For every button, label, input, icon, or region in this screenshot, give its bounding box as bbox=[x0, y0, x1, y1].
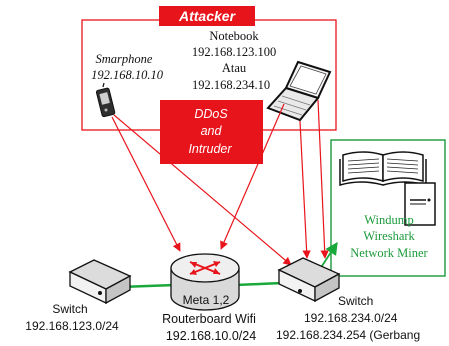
router-label: Meta 1,2 bbox=[183, 293, 230, 307]
smartphone-ip: 192.168.10.10 bbox=[91, 68, 164, 82]
router-name: Routerboard Wifi bbox=[162, 312, 256, 326]
book-icon bbox=[339, 151, 427, 186]
left-switch-label: Switch bbox=[52, 302, 87, 316]
ddos-intruder-box bbox=[160, 100, 263, 164]
right-switch-ip-1: 192.168.234.0/24 bbox=[304, 311, 398, 325]
left-switch-ip: 192.168.123.0/24 bbox=[25, 319, 119, 333]
ddos-line-1: DDoS bbox=[194, 107, 228, 121]
right-switch-icon bbox=[277, 257, 341, 303]
ddos-line-3: Intruder bbox=[188, 142, 232, 156]
notebook-ip-2: 192.168.234.10 bbox=[192, 78, 270, 92]
attack-laptop-router bbox=[220, 103, 285, 250]
attack-phone-router bbox=[111, 116, 181, 252]
right-switch-label: Switch bbox=[338, 294, 373, 308]
right-switch-ip-2: 192.168.234.254 (Gerbang bbox=[276, 328, 420, 342]
notebook-title: Notebook bbox=[209, 29, 259, 43]
link-router-right-switch bbox=[235, 281, 283, 287]
monitor-tool-3: Network Miner bbox=[350, 246, 428, 260]
router-ip: 192.168.10.0/24 bbox=[166, 329, 256, 343]
smartphone-title: Smarphone bbox=[96, 52, 153, 66]
laptop-icon bbox=[266, 60, 332, 122]
attacker-label-box bbox=[159, 6, 255, 26]
server-icon bbox=[404, 182, 436, 226]
attacker-label: Attacker bbox=[178, 8, 237, 24]
monitor-tool-2: Wireshark bbox=[363, 229, 415, 243]
attack-laptop-switch-2 bbox=[317, 99, 329, 259]
ddos-line-2: and bbox=[201, 124, 223, 138]
left-switch-icon bbox=[68, 259, 132, 305]
smartphone-icon bbox=[95, 82, 116, 118]
router-icon bbox=[170, 253, 240, 311]
notebook-ip-1: 192.168.123.100 bbox=[192, 45, 276, 59]
attack-phone-switch bbox=[113, 114, 292, 266]
notebook-separator: Atau bbox=[222, 61, 247, 75]
monitor-tool-1: Windump bbox=[364, 213, 414, 227]
attack-laptop-switch bbox=[299, 120, 311, 259]
